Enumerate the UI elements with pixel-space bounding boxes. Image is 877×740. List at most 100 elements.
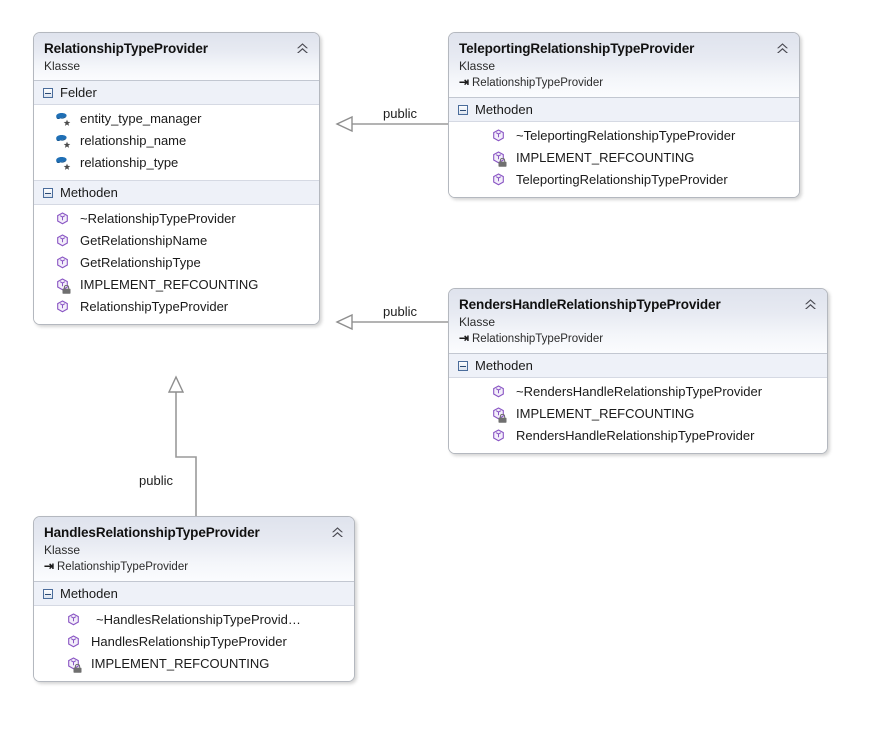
member-label: RendersHandleRelationshipTypeProvider: [516, 428, 755, 443]
member-label: ~HandlesRelationshipTypeProvid…: [96, 612, 301, 627]
class-name: RendersHandleRelationshipTypeProvider: [459, 297, 721, 312]
member-label: GetRelationshipType: [80, 255, 201, 270]
section-label: Methoden: [60, 586, 118, 601]
member-row[interactable]: entity_type_manager: [34, 108, 319, 130]
member-label: entity_type_manager: [80, 111, 202, 126]
connector-handles-to-base[interactable]: [167, 375, 197, 516]
field-icon: [55, 155, 71, 171]
class-header: HandlesRelationshipTypeProvider Klasse ⇥…: [34, 517, 354, 582]
class-box-relationship-type-provider[interactable]: RelationshipTypeProvider Klasse Felder: [33, 32, 320, 325]
private-lock-badge: [498, 414, 507, 423]
class-header: TeleportingRelationshipTypeProvider Klas…: [449, 33, 799, 98]
member-row[interactable]: IMPLEMENT_REFCOUNTING: [34, 653, 354, 675]
member-row[interactable]: relationship_type: [34, 152, 319, 174]
member-list-methoden: ~RelationshipTypeProvider GetRelationshi…: [34, 205, 319, 324]
method-icon: [55, 299, 71, 315]
collapse-toggle-icon[interactable]: [43, 187, 53, 198]
field-icon: [55, 111, 71, 127]
private-star-badge: [63, 119, 71, 126]
method-icon: [491, 150, 507, 167]
section-header-methoden[interactable]: Methoden: [34, 582, 354, 606]
class-box-teleporting-relationship-type-provider[interactable]: TeleportingRelationshipTypeProvider Klas…: [448, 32, 800, 198]
member-row[interactable]: GetRelationshipName: [34, 230, 319, 252]
member-row[interactable]: ~HandlesRelationshipTypeProvid…: [34, 609, 354, 631]
member-row[interactable]: HandlesRelationshipTypeProvider: [34, 631, 354, 653]
private-lock-badge: [62, 285, 71, 294]
member-label: GetRelationshipName: [80, 233, 208, 248]
member-label: ~RendersHandleRelationshipTypeProvider: [516, 384, 763, 399]
class-name: HandlesRelationshipTypeProvider: [44, 525, 260, 540]
private-star-badge: [63, 163, 71, 170]
private-star-badge: [63, 141, 71, 148]
inheritance-arrow-icon: ⇥: [459, 75, 470, 89]
class-header: RendersHandleRelationshipTypeProvider Kl…: [449, 289, 827, 354]
member-label: IMPLEMENT_REFCOUNTING: [80, 277, 259, 292]
connector-label-teleporting: public: [383, 106, 417, 121]
member-label: IMPLEMENT_REFCOUNTING: [91, 656, 270, 671]
member-row[interactable]: IMPLEMENT_REFCOUNTING: [34, 274, 319, 296]
inheritance-arrow-icon: ⇥: [44, 559, 55, 573]
chevron-double-up-icon[interactable]: [775, 41, 790, 55]
member-row[interactable]: ~RelationshipTypeProvider: [34, 208, 319, 230]
class-base-type: ⇥RelationshipTypeProvider: [44, 558, 344, 575]
private-lock-badge: [73, 664, 82, 673]
method-icon: [66, 634, 82, 650]
field-icon: [55, 133, 71, 149]
section-header-methoden[interactable]: Methoden: [449, 98, 799, 122]
section-label: Methoden: [475, 358, 533, 373]
connector-label-handles: public: [139, 473, 173, 488]
inheritance-arrow-icon: ⇥: [459, 331, 470, 345]
class-box-handles-relationship-type-provider[interactable]: HandlesRelationshipTypeProvider Klasse ⇥…: [33, 516, 355, 682]
chevron-double-up-icon[interactable]: [803, 297, 818, 311]
section-header-methoden[interactable]: Methoden: [449, 354, 827, 378]
method-icon: [55, 233, 71, 249]
member-row[interactable]: GetRelationshipType: [34, 252, 319, 274]
member-row[interactable]: TeleportingRelationshipTypeProvider: [449, 169, 799, 191]
class-name: RelationshipTypeProvider: [44, 41, 208, 56]
member-row[interactable]: ~RendersHandleRelationshipTypeProvider: [449, 381, 827, 403]
class-body: Methoden ~RendersHandleRelationshipTypeP…: [449, 354, 827, 453]
base-type-label: RelationshipTypeProvider: [472, 77, 604, 89]
class-stereotype: Klasse: [44, 543, 81, 557]
method-icon: [55, 277, 71, 294]
class-stereotype: Klasse: [459, 59, 496, 73]
member-row[interactable]: RelationshipTypeProvider: [34, 296, 319, 318]
member-label: ~TeleportingRelationshipTypeProvider: [516, 128, 736, 143]
method-icon: [491, 128, 507, 144]
member-row[interactable]: IMPLEMENT_REFCOUNTING: [449, 403, 827, 425]
member-label: ~RelationshipTypeProvider: [80, 211, 236, 226]
member-row[interactable]: ~TeleportingRelationshipTypeProvider: [449, 125, 799, 147]
member-row[interactable]: relationship_name: [34, 130, 319, 152]
method-icon: [66, 612, 82, 628]
section-label: Methoden: [60, 185, 118, 200]
class-base-type: ⇥RelationshipTypeProvider: [459, 74, 789, 91]
class-body: Methoden ~HandlesRelationshipTypeProvid…: [34, 582, 354, 681]
collapse-toggle-icon[interactable]: [458, 104, 468, 115]
chevron-double-up-icon[interactable]: [330, 525, 345, 539]
member-row[interactable]: IMPLEMENT_REFCOUNTING: [449, 147, 799, 169]
class-stereotype: Klasse: [44, 59, 81, 73]
chevron-double-up-icon[interactable]: [295, 41, 310, 55]
class-stereotype: Klasse: [459, 315, 496, 329]
collapse-toggle-icon[interactable]: [458, 360, 468, 371]
member-label: relationship_name: [80, 133, 187, 148]
member-label: HandlesRelationshipTypeProvider: [91, 634, 287, 649]
member-label: relationship_type: [80, 155, 179, 170]
collapse-toggle-icon[interactable]: [43, 87, 53, 98]
private-lock-badge: [498, 158, 507, 167]
section-label: Felder: [60, 85, 97, 100]
member-row[interactable]: RendersHandleRelationshipTypeProvider: [449, 425, 827, 447]
class-box-renders-handle-relationship-type-provider[interactable]: RendersHandleRelationshipTypeProvider Kl…: [448, 288, 828, 454]
method-icon: [66, 656, 82, 673]
member-list-felder: entity_type_manager relationship_name: [34, 105, 319, 180]
section-header-felder[interactable]: Felder: [34, 81, 319, 105]
member-label: RelationshipTypeProvider: [80, 299, 229, 314]
class-body: Felder entity_type_manager: [34, 81, 319, 324]
class-header: RelationshipTypeProvider Klasse: [34, 33, 319, 81]
connector-label-rendershandle: public: [383, 304, 417, 319]
collapse-toggle-icon[interactable]: [43, 588, 53, 599]
method-icon: [55, 255, 71, 271]
base-type-label: RelationshipTypeProvider: [57, 561, 189, 573]
section-header-methoden[interactable]: Methoden: [34, 180, 319, 205]
